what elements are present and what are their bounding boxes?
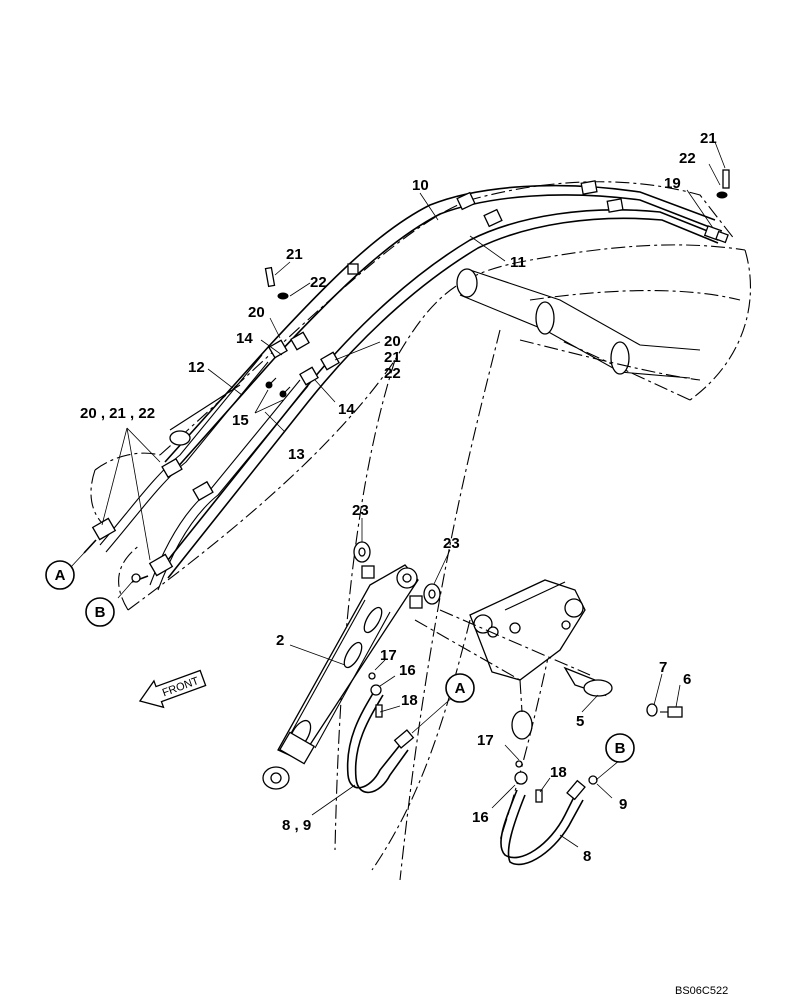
callout-b-left-label: B — [95, 604, 106, 621]
label-17-left: 17 — [380, 647, 397, 664]
pipe-11 — [159, 209, 721, 579]
label-8: 8 — [583, 848, 591, 865]
label-23-right: 23 — [443, 535, 460, 552]
label-18-left: 18 — [401, 692, 418, 709]
pipe-12 — [99, 354, 269, 553]
label-11: 11 — [510, 254, 526, 271]
label-21-upper: 21 — [286, 246, 303, 263]
label-8-9: 8 , 9 — [282, 817, 311, 834]
label-16-left: 16 — [399, 662, 416, 679]
label-18-right: 18 — [550, 764, 567, 781]
arm-bracket — [469, 579, 586, 740]
part-labels: 10 11 12 13 14 14 15 19 20 21 22 21 22 2… — [80, 130, 717, 865]
label-19: 19 — [664, 175, 681, 192]
label-17-right: 17 — [477, 732, 494, 749]
label-15: 15 — [232, 412, 249, 429]
label-22-upper: 22 — [310, 274, 327, 291]
label-7: 7 — [659, 659, 667, 676]
callout-a-left: A — [45, 560, 75, 590]
callout-a-mid-label: A — [455, 680, 466, 697]
boom-cylinder — [456, 268, 741, 381]
label-21-right: 21 — [384, 349, 401, 366]
hose-right — [500, 760, 598, 866]
label-20-21-22-left: 20 , 21 , 22 — [80, 405, 155, 422]
label-21-top: 21 — [700, 130, 717, 147]
label-2: 2 — [276, 632, 284, 649]
callout-b-right-label: B — [615, 740, 626, 757]
drawing-reference: BS06C522 — [675, 985, 728, 997]
label-9: 9 — [619, 796, 627, 813]
label-22-top: 22 — [679, 150, 696, 167]
boom-bolts — [264, 169, 730, 398]
pipe-10 — [164, 184, 716, 471]
label-20-upper: 20 — [248, 304, 265, 321]
leader-lines-upper — [101, 141, 726, 561]
callout-a-mid: A — [445, 673, 475, 703]
label-6: 6 — [683, 671, 691, 688]
leader-lines-lower — [289, 518, 681, 848]
label-20-right: 20 — [384, 333, 401, 350]
callout-a-left-label: A — [55, 567, 66, 584]
arm-cylinder — [262, 564, 423, 790]
label-23-left: 23 — [352, 502, 369, 519]
label-10: 10 — [412, 177, 429, 194]
label-13: 13 — [288, 446, 305, 463]
label-5: 5 — [576, 713, 584, 730]
callout-b-right: B — [605, 733, 635, 763]
washers-23 — [353, 541, 441, 605]
pipe-clamps — [91, 180, 624, 577]
label-12: 12 — [188, 359, 205, 376]
bolt-6 — [646, 703, 683, 718]
label-14-left: 14 — [236, 330, 253, 347]
front-arrow: FRONT — [138, 669, 207, 709]
callout-b-left: B — [85, 597, 115, 627]
label-14-right: 14 — [338, 401, 355, 418]
label-16-right: 16 — [472, 809, 489, 826]
pipe-end-fittings — [69, 539, 149, 599]
label-22-right: 22 — [384, 365, 401, 382]
hose-left — [346, 672, 415, 794]
boom-outline — [90, 181, 751, 881]
pin-5 — [439, 609, 613, 697]
